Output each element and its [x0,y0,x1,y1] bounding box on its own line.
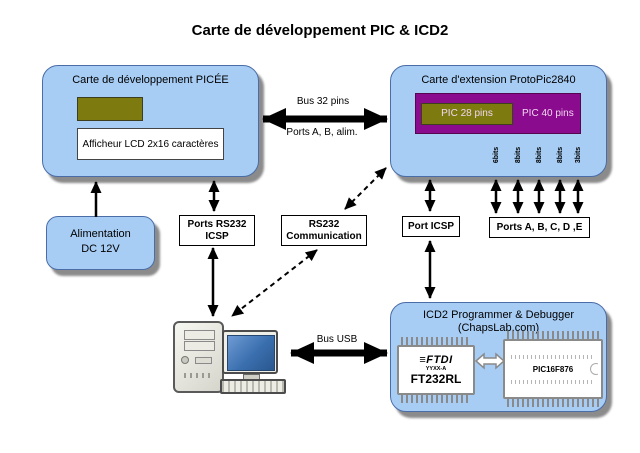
pic16f876-chip: PIC16F876 [503,331,603,407]
monitor-screen [227,335,275,371]
pic-pins-top [507,331,599,339]
ftdi-sub-label: YYXX-A [425,366,447,372]
protopic-board-title: Carte d'extension ProtoPic2840 [421,74,576,86]
power-supply-line2: DC 12V [81,243,120,255]
pic-pin-labels-top [510,354,596,359]
power-supply-line1: Alimentation [70,228,131,240]
bus32-label: Bus 32 pins [296,96,350,107]
rs232-communication-box: RS232 Communication [281,215,367,246]
ports-abcde-label: Ports A, B, C, D ,E [496,221,583,233]
bus-width-label-portb: 8bits [515,146,522,164]
lcd-screen-graphic [77,97,143,121]
ftdi-pins-bottom [401,395,471,403]
pic-sockets-area: PIC 28 pins PIC 40 pins [415,93,581,134]
tower-drive-bay [184,341,215,351]
lcd-label-box: Afficheur LCD 2x16 caractères [77,128,224,160]
icd2-title-line1: ICD2 Programmer & Debugger [422,309,574,321]
tower-drive-bay [184,330,215,340]
rs232-comm-line2: Communication [286,230,362,242]
ports-rs232-line2: ICSP [205,230,229,242]
ports-rs232-icsp-box: Ports RS232 ICSP [179,215,255,246]
ports-ab-alim-label: Ports A, B, alim. [286,127,358,138]
picee-board-box: Carte de développement PICÉE Afficheur L… [42,65,259,177]
ftdi-part-number: FT232RL [410,372,462,386]
pic40-label: PIC 40 pins [522,108,574,119]
pic-notch [590,363,598,375]
tower-slot [195,357,212,364]
ports-rs232-line1: Ports RS232 [187,218,247,230]
pic-pin-labels-bottom [510,379,596,384]
port-icsp-box: Port ICSP [402,216,460,237]
page-title: Carte de développement PIC & ICD2 [191,22,449,39]
ports-abcde-box: Ports A, B, C, D ,E [489,217,590,238]
pic-part-number: PIC16F876 [532,364,574,374]
protopic-board-box: Carte d'extension ProtoPic2840 PIC 28 pi… [390,65,607,177]
bus-width-label-portc: 8bits [536,146,543,164]
rs232-comm-line1: RS232 [308,218,340,230]
bus-width-label-portd: 8bits [557,146,564,164]
port-icsp-label: Port ICSP [407,220,455,232]
icd2-box: ICD2 Programmer & Debugger (ChapsLab.com… [390,302,607,412]
computer-keyboard-icon [220,379,286,394]
ftdi-chip: ≡FTDI YYXX-A FT232RL [397,337,475,403]
bus-width-label-porte: 3bits [575,146,582,164]
ftdi-logo: ≡FTDI [419,354,453,366]
pic28-label: PIC 28 pins [441,108,493,119]
pic28-socket: PIC 28 pins [421,102,513,125]
pic-pins-bottom [507,399,599,407]
computer-tower-icon [173,321,224,393]
computer-monitor-icon [222,330,278,374]
ftdi-pins-top [401,337,471,345]
chip-link-arrow [475,352,505,370]
picee-board-title: Carte de développement PICÉE [72,74,229,86]
lcd-label: Afficheur LCD 2x16 caractères [82,138,219,150]
tower-power-button [181,356,189,364]
bus-usb-label: Bus USB [316,334,358,345]
power-supply-box: Alimentation DC 12V [46,216,155,270]
bus-width-label-porta: 6bits [493,146,500,164]
tower-vents [184,373,210,378]
